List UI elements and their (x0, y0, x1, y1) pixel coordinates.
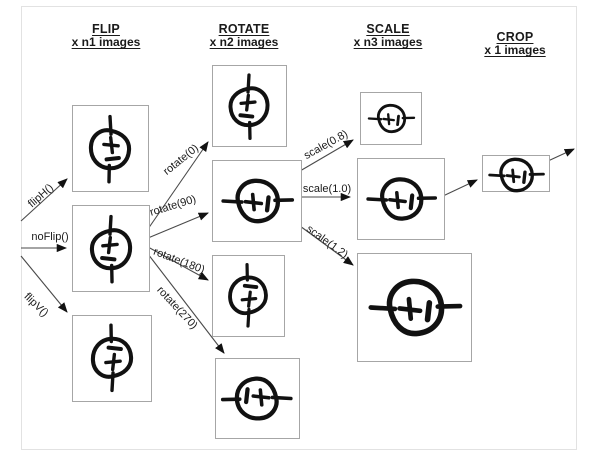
sketch-rotate-0-icon (228, 73, 270, 141)
rotate-180-result-box (212, 255, 285, 337)
crop-column-subtitle: x 1 images (484, 43, 546, 58)
sketch-scale-08-icon (367, 103, 416, 134)
sketch-flipped-h-icon (76, 110, 144, 187)
scale-column-title: SCALE (366, 22, 410, 36)
flip-column-title: FLIP (92, 22, 120, 36)
scale-column-subtitle: x n3 images (353, 35, 423, 50)
crop-result-box (482, 155, 550, 193)
column-header-rotate: ROTATE x n2 images (189, 22, 299, 50)
label-scale10: scale(1.0) (302, 183, 352, 195)
column-header-flip: FLIP x n1 images (51, 22, 161, 50)
no-flip-result-box (72, 205, 150, 292)
label-scale12: scale(1.2) (303, 222, 351, 262)
sketch-scale-10-icon (364, 164, 438, 234)
column-header-crop: CROP x 1 images (460, 30, 570, 58)
arrow-to-crop (442, 179, 478, 197)
label-noflip: noFlip() (31, 231, 69, 243)
scale-12-result-box (357, 253, 472, 362)
flip-column-subtitle: x n1 images (71, 35, 141, 50)
label-flipv: flipV() (21, 290, 51, 320)
rotate-270-result-box (215, 358, 300, 439)
label-rotate90: rotate(90) (148, 193, 198, 219)
label-fliph: flipH() (25, 181, 57, 211)
rotate-column-subtitle: x n2 images (209, 35, 279, 50)
arrow-output (547, 148, 575, 162)
rotate-90-result-box (212, 160, 302, 242)
label-scale08: scale(0.8) (301, 128, 351, 162)
sketch-flipped-v-icon (78, 320, 146, 397)
sketch-scale-12-icon (367, 261, 462, 354)
sketch-rotate-90-icon (220, 165, 294, 237)
sketch-upright-icon (77, 210, 145, 287)
scale-10-result-box (357, 158, 445, 240)
sketch-rotate-180-icon (228, 262, 268, 329)
label-rotate0: rotate(0) (161, 142, 201, 178)
scale-08-result-box (360, 92, 422, 145)
sketch-rotate-270-icon (222, 363, 293, 434)
label-rotate270: rotate(270) (154, 284, 200, 332)
column-header-scale: SCALE x n3 images (333, 22, 443, 50)
flip-h-result-box (72, 105, 149, 192)
label-rotate180: rotate(180) (151, 245, 207, 277)
flip-v-result-box (72, 315, 152, 402)
crop-column-title: CROP (496, 30, 534, 44)
sketch-cropped-icon (487, 157, 546, 193)
rotate-column-title: ROTATE (218, 22, 270, 36)
rotate-0-result-box (212, 65, 287, 147)
